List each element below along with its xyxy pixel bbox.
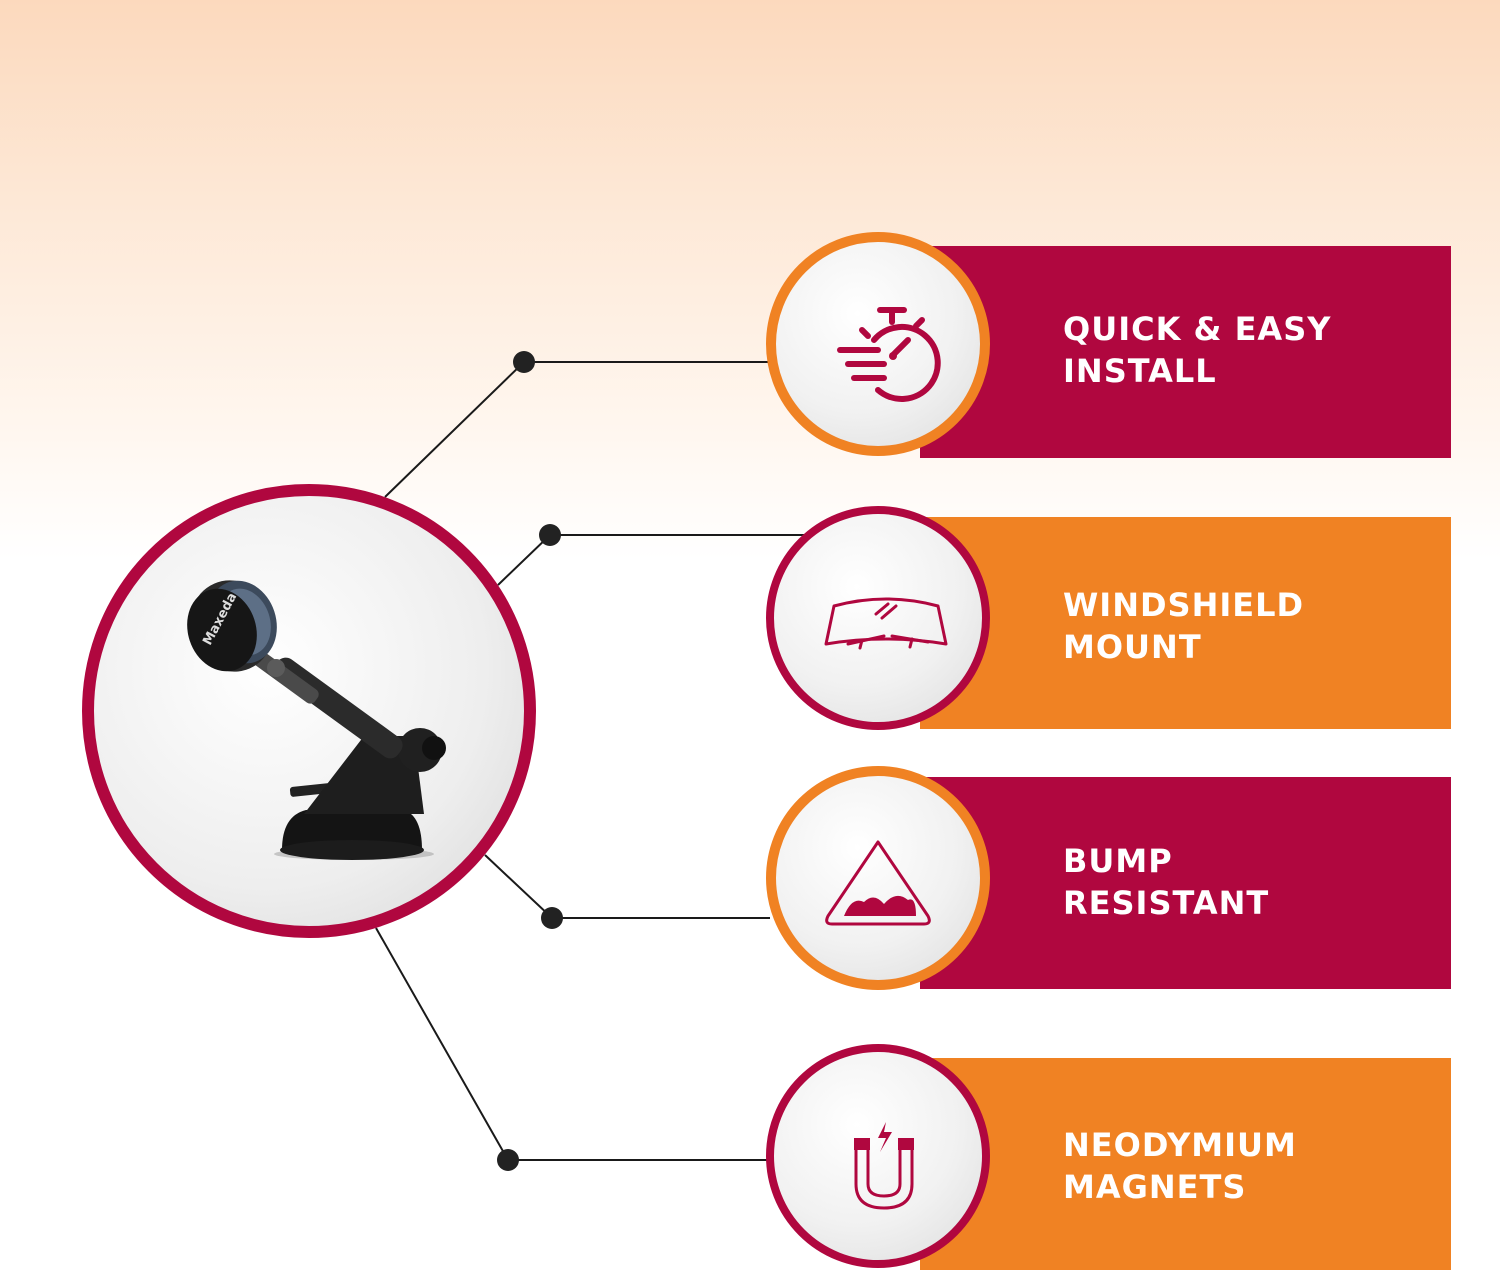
feature-banner-2: [920, 517, 1451, 729]
feature-banner-3: [920, 777, 1451, 989]
horseshoe-magnet-icon: [854, 1122, 914, 1210]
feature-banner-1: [920, 246, 1451, 458]
connector-dot-2: [539, 524, 561, 546]
feature-circle-2: [766, 506, 990, 730]
windshield-icon: [824, 597, 948, 650]
phone-mount-image: Maxeda: [187, 580, 446, 860]
feature-circle-3: [766, 766, 990, 990]
connector-line-3: [484, 854, 770, 919]
feature-banner-4: [920, 1058, 1451, 1270]
connector-dot-1: [513, 351, 535, 373]
bump-road-sign-icon: [825, 840, 931, 926]
product-photo-circle: Maxeda: [82, 484, 536, 938]
connector-dot-4: [497, 1149, 519, 1171]
feature-label-bump-resistant: BUMP RESISTANT: [1063, 842, 1270, 922]
feature-label-quick-install: QUICK & EASY INSTALL: [1063, 310, 1332, 390]
stopwatch-speed-icon: [837, 307, 941, 402]
feature-circle-4: [766, 1044, 990, 1268]
connector-dot-3: [541, 907, 563, 929]
feature-label-windshield-mount: WINDSHIELD MOUNT: [1063, 586, 1305, 666]
connector-line-4: [375, 927, 770, 1161]
feature-circle-1: [766, 232, 990, 456]
feature-label-neodymium-magnets: NEODYMIUM MAGNETS: [1063, 1126, 1297, 1206]
connector-line-1: [384, 361, 770, 498]
